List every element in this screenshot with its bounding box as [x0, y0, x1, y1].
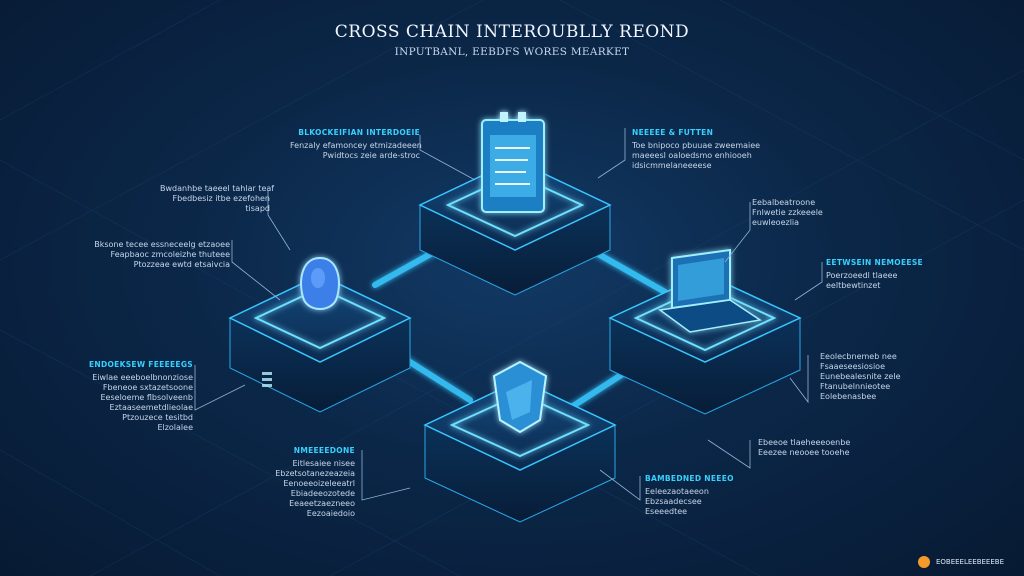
shield-blob-icon: [300, 256, 340, 310]
note-line: Ebzsaadecsee: [645, 497, 702, 506]
note-right-bottom: Ebeeoe tlaeheeeoenbe Eeezee neooee tooeh…: [758, 438, 878, 458]
node-right: [608, 248, 802, 415]
note-line: Eebalbeatroone: [752, 198, 816, 207]
shield-crystal-icon: [492, 360, 548, 434]
note-left-lower: ENDOEKSEW FEEEEEGS Eiwlae eeeboelbnonzio…: [78, 360, 193, 433]
note-title: BLKOCKEIFIAN INTERDOEIE: [298, 128, 420, 137]
note-top-right: NEEEEE & FUTTEN Toe bnipoco pbuuae zweem…: [632, 128, 772, 171]
note-line: Eenoeeoizeleeatrl: [283, 479, 355, 488]
note-line: Eeleezaotaeeon: [645, 487, 709, 496]
server-screen-icon: [481, 112, 545, 213]
note-line: Pwidtocs zeie arde-stroc: [322, 151, 420, 160]
note-top-left: BLKOCKEIFIAN INTERDOEIE Fenzaly efamonce…: [290, 128, 422, 161]
note-line: Eitlesaiee nisee: [292, 459, 355, 468]
note-line: maeeesl oaloedsmo enhiooeh: [632, 151, 752, 160]
diagram-subtitle: INPUTBANL, EEBDFS WORES MEARKET: [394, 46, 630, 58]
note-line: tisapd: [245, 204, 270, 213]
note-line: Fenzaly efamoncey etmizadeeen: [290, 141, 422, 150]
node-bottom: [423, 360, 617, 523]
note-line: Eeaeetzaezneeo: [289, 499, 355, 508]
note-title: NMEEEEDONE: [293, 446, 355, 455]
note-right-mid: EETWSEIN NEMOEESE Poerzoeedl tlaeee eelt…: [826, 258, 946, 291]
note-line: Eeezee neooee tooehe: [758, 448, 850, 457]
note-line: Toe bnipoco pbuuae zweemaiee: [632, 141, 761, 150]
note-right-upper: Eebalbeatroone Fnlwetie zzkeeele euwleoe…: [752, 198, 862, 228]
note-line: Bwdanhbe taeeel tahlar teaf: [160, 184, 275, 193]
node-left-bars: [262, 372, 272, 387]
note-line: idsicmmelaneeeese: [632, 161, 712, 170]
note-title: EETWSEIN NEMOEESE: [826, 258, 923, 267]
circle-logo-icon: [917, 556, 930, 568]
note-line: Eeolecbnemeb nee: [820, 352, 897, 361]
note-line: Eunebealesnite zele: [820, 372, 901, 381]
note-line: eeltbewtinzet: [826, 281, 881, 290]
note-line: Ebiadeeozotede: [290, 489, 355, 498]
note-line: Fbeneoe sxtazetsoone: [102, 383, 193, 392]
watermark-text: EOBEEELEEBEEEBE: [935, 558, 1004, 566]
note-line: Fnlwetie zzkeeele: [752, 208, 823, 217]
diagram-title: CROSS CHAIN INTEROUBLLY REOND: [334, 22, 690, 42]
note-right-lower: Eeolecbnemeb nee Fsaaeseesiosioe Eunebea…: [820, 352, 940, 402]
note-line: Fsaaeseesiosioe: [820, 362, 885, 371]
leader-lines: [194, 128, 823, 501]
note-line: Eztaaseemetdlieolae: [109, 403, 193, 412]
note-line: Ptozzeae ewtd etsaivcia: [133, 260, 230, 269]
note-line: Eseeedtee: [645, 507, 688, 516]
note-line: Fbedbesiz itbe ezefohen: [172, 194, 270, 203]
note-line: euwleoezlia: [752, 218, 800, 227]
note-line: Eezoaiedoio: [306, 509, 355, 518]
note-left-upper: Bwdanhbe taeeel tahlar teaf Fbedbesiz it…: [160, 184, 275, 214]
note-line: Bksone tecee essneceelg etzaoee: [94, 240, 230, 249]
note-left-mid: Bksone tecee essneceelg etzaoee Feapbaoc…: [80, 240, 230, 270]
laptop-icon: [658, 248, 762, 333]
note-line: Elzolalee: [157, 423, 193, 432]
note-bottom-right: BAMBEDNED NEEEO Eeleezaotaeeon Ebzsaadec…: [645, 474, 755, 517]
note-title: ENDOEKSEW FEEEEEGS: [88, 360, 193, 369]
note-line: Ptzouzece tesitbd: [122, 413, 193, 422]
note-title: NEEEEE & FUTTEN: [632, 128, 714, 137]
note-title: BAMBEDNED NEEEO: [645, 474, 734, 483]
note-line: Eolebenasbee: [820, 392, 877, 401]
node-top: [418, 112, 612, 296]
note-bottom-left: NMEEEEDONE Eitlesaiee nisee Ebzetsotanez…: [255, 446, 355, 519]
watermark: EOBEEELEEBEEEBE: [917, 556, 1004, 568]
note-line: Feapbaoc zmcoleizhe thuteee: [110, 250, 230, 259]
note-line: Ebeeoe tlaeheeeoenbe: [758, 438, 851, 447]
note-line: Ebzetsotanezeazeia: [275, 469, 355, 478]
note-line: Poerzoeedl tlaeee: [826, 271, 898, 280]
node-left: [228, 256, 412, 413]
note-line: Ftanubelnnieotee: [820, 382, 891, 391]
note-line: Eeseloeme flbsolveenb: [100, 393, 194, 402]
note-line: Eiwlae eeeboelbnonziose: [92, 373, 193, 382]
